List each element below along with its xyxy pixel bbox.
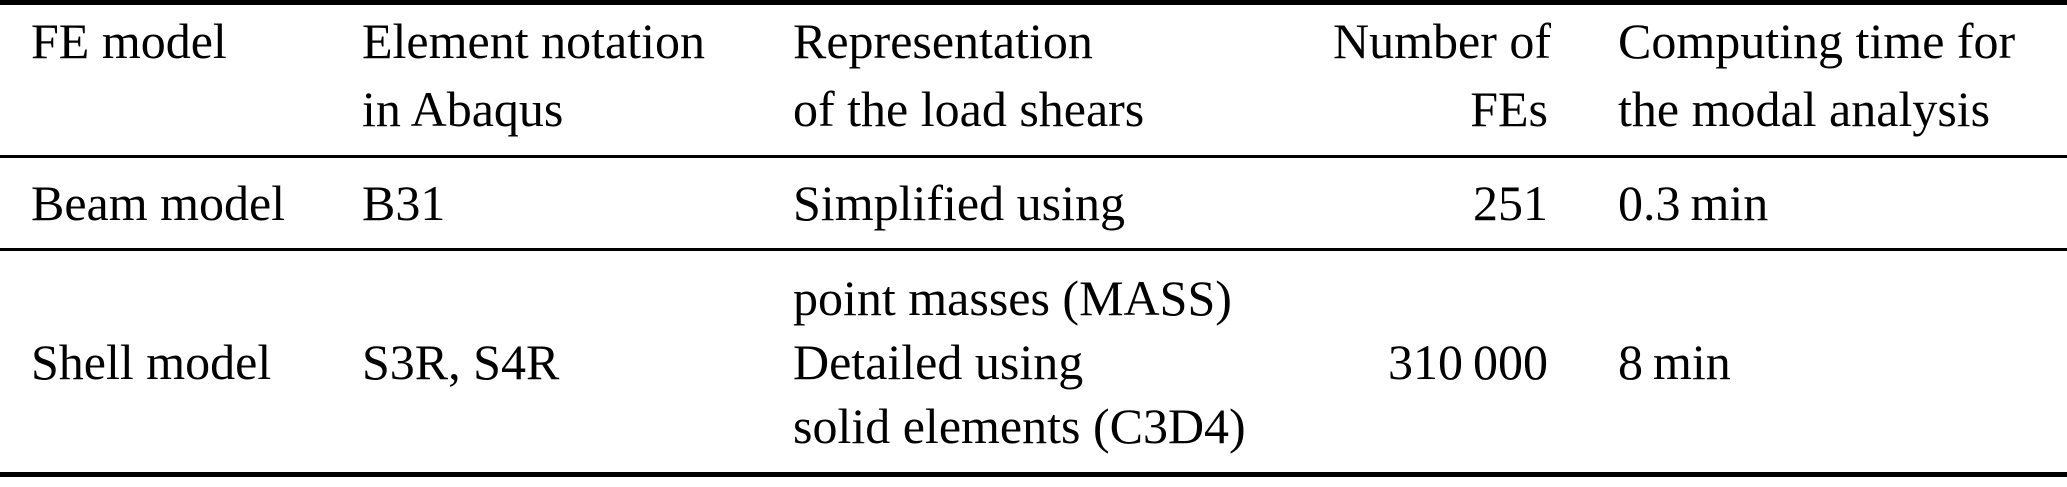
cell-fe-model: Shell model bbox=[0, 250, 362, 475]
column-header-number-of-fes: Number of FEs bbox=[1333, 3, 1551, 157]
cell-line: S3R, S4R bbox=[362, 333, 560, 390]
column-header-fe-model: FE model bbox=[0, 3, 362, 157]
cell-line: B31 bbox=[362, 175, 446, 231]
cell-element-notation: S3R, S4R bbox=[362, 250, 793, 475]
cell-line: Shell model bbox=[31, 333, 272, 390]
column-header-load-shears-representation: Representation of the load shears bbox=[793, 3, 1333, 157]
cell-line: point masses (MASS) bbox=[793, 269, 1232, 326]
header-line: of the load shears bbox=[793, 81, 1145, 137]
cell-line: 310 000 bbox=[1387, 333, 1548, 390]
cell-line: 8 min bbox=[1618, 333, 1731, 390]
cell-line: Detailed using bbox=[793, 333, 1084, 390]
cell-line: 0.3 min bbox=[1618, 175, 1769, 231]
header-line: Number of bbox=[1333, 13, 1551, 69]
cell-line: solid elements (C3D4) bbox=[793, 397, 1246, 454]
header-line: the modal analysis bbox=[1618, 81, 1991, 137]
fe-models-comparison-table: FE model Element notation in Abaqus Repr… bbox=[0, 0, 2067, 477]
header-line: Computing time for bbox=[1618, 13, 2016, 69]
cell-element-notation: B31 bbox=[362, 157, 793, 250]
header-line: in Abaqus bbox=[362, 81, 564, 137]
cell-number-of-fes: 310 000 bbox=[1333, 250, 1548, 475]
cell-line: Simplified using bbox=[793, 175, 1125, 231]
cell-load-shears-representation: point masses (MASS) Detailed using solid… bbox=[793, 250, 1333, 475]
header-line: FEs bbox=[1470, 81, 1548, 137]
cell-number-of-fes: 251 bbox=[1333, 157, 1548, 250]
cell-computing-time: 0.3 min bbox=[1548, 157, 2067, 250]
cell-line: 251 bbox=[1473, 175, 1548, 231]
cell-load-shears-representation: Simplified using bbox=[793, 157, 1333, 250]
header-line: FE model bbox=[31, 13, 227, 69]
table-row-shell-model: Shell model S3R, S4R point masses (MASS)… bbox=[0, 250, 2067, 475]
cell-computing-time: 8 min bbox=[1548, 250, 2067, 475]
header-line: Element notation bbox=[362, 13, 705, 69]
cell-fe-model: Beam model bbox=[0, 157, 362, 250]
table-row-beam-model: Beam model B31 Simplified using 251 0.3 … bbox=[0, 157, 2067, 250]
table-header-row: FE model Element notation in Abaqus Repr… bbox=[0, 3, 2067, 157]
column-header-computing-time: Computing time for the modal analysis bbox=[1548, 3, 2067, 157]
header-line: Representation bbox=[793, 13, 1093, 69]
cell-line: Beam model bbox=[31, 175, 286, 231]
column-header-element-notation: Element notation in Abaqus bbox=[362, 3, 793, 157]
